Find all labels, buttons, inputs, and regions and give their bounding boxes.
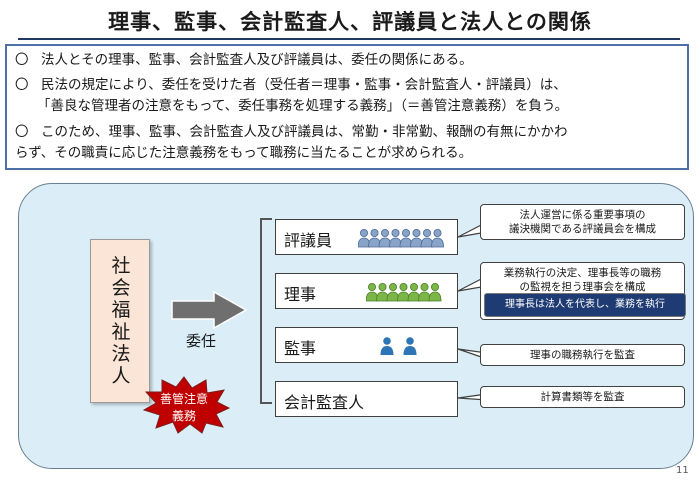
callout-line: 議決機関である評議員会を構成: [509, 223, 656, 235]
callout-accounting-auditor: 計算書類等を監査: [480, 386, 685, 408]
corporation-char: 法: [111, 343, 131, 365]
chair-note-badge: 理事長は法人を代表し、業務を執行: [484, 293, 686, 317]
bullet-text: 民法の規定により、委任を受けた者（受任者＝理事・監事・会計監査人・評議員）は、: [41, 77, 567, 93]
corporation-char: 社: [111, 255, 131, 277]
role-box-directors: 理事: [275, 273, 458, 309]
callout-line: の監視を担う理事会を構成: [519, 281, 646, 293]
summary-bullet-2-cont: 「善良な管理者の注意をもって、委任事務を処理する義務」（＝善管注意義務）を負う。: [37, 98, 569, 114]
title-underline: [18, 38, 680, 40]
role-box-auditors: 監事: [275, 327, 458, 363]
bullet-mark: 〇: [15, 77, 29, 93]
summary-bullet-2: 〇民法の規定により、委任を受けた者（受任者＝理事・監事・会計監査人・評議員）は、: [15, 75, 567, 96]
bullet-mark: 〇: [15, 52, 29, 68]
summary-box: 〇法人とその理事、監事、会計監査人及び評議員は、委任の関係にある。 〇民法の規定…: [5, 44, 689, 170]
callout-councilors: 法人運営に係る重要事項の 議決機関である評議員会を構成: [480, 204, 685, 240]
corporation-char: 会: [111, 277, 131, 299]
callout-auditors: 理事の職務執行を監査: [480, 344, 685, 366]
auditors-person-icon: [380, 337, 417, 355]
callout-line: 理事の職務執行を監査: [530, 349, 635, 361]
duty-badge-label: 善管注意 義務: [152, 391, 216, 425]
councilors-person-group-icon: [358, 229, 444, 248]
delegation-label: 委任: [186, 332, 217, 350]
role-label: 会計監査人: [284, 393, 365, 412]
corporation-box: 社 会 福 祉 法 人: [90, 239, 150, 403]
role-box-councilors: 評議員: [275, 219, 458, 255]
role-box-accounting-auditor: 会計監査人: [275, 381, 458, 417]
callout-line: 計算書類等を監査: [540, 391, 625, 403]
role-label: 評議員: [284, 231, 333, 250]
summary-bullet-3-cont: らず、その職責に応じた注意義務をもって職務に当たることが求められる。: [15, 145, 473, 161]
callout-line: 業務執行の決定、理事長等の職務: [503, 267, 662, 279]
page-title: 理事、監事、会計監査人、評議員と法人との関係: [108, 10, 592, 34]
page-number: 11: [676, 465, 689, 476]
directors-person-group-icon: [366, 283, 442, 302]
corporation-char: 福: [111, 299, 131, 321]
corporation-char: 人: [111, 365, 131, 387]
callout-line: 法人運営に係る重要事項の: [519, 209, 646, 221]
bullet-mark: 〇: [15, 124, 29, 140]
duty-line-2: 義務: [171, 409, 196, 423]
summary-bullet-1: 〇法人とその理事、監事、会計監査人及び評議員は、委任の関係にある。: [15, 50, 473, 71]
role-label: 監事: [284, 339, 317, 358]
duty-line-1: 善管注意: [159, 392, 208, 406]
summary-bullet-3: 〇このため、理事、監事、会計監査人及び評議員は、常勤・非常勤、報酬の有無にかかわ: [15, 122, 568, 143]
role-bracket: [260, 218, 272, 404]
bullet-text: このため、理事、監事、会計監査人及び評議員は、常勤・非常勤、報酬の有無にかかわ: [41, 124, 568, 140]
duty-burst-icon: [142, 376, 230, 434]
role-label: 理事: [284, 285, 317, 304]
corporation-char: 祉: [111, 321, 131, 343]
delegation-arrow-icon: [171, 291, 248, 329]
bullet-text: 法人とその理事、監事、会計監査人及び評議員は、委任の関係にある。: [41, 52, 473, 68]
